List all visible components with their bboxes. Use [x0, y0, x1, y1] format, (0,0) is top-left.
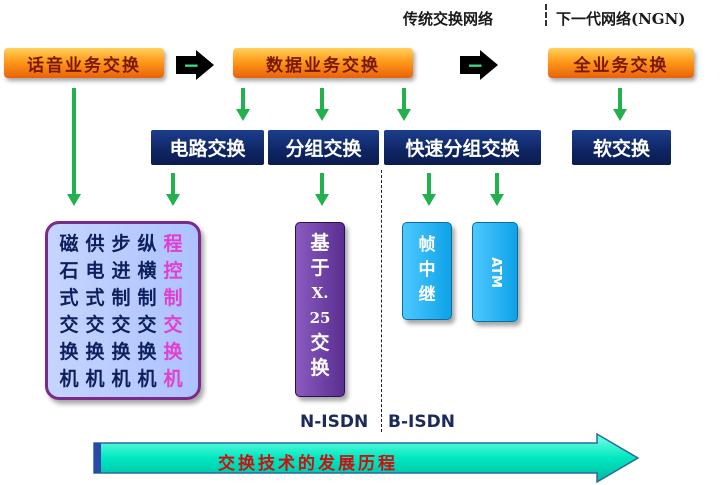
tech-soft-switching: 软交换	[572, 130, 671, 165]
grid-char: 制	[137, 286, 157, 309]
grid-char: 供	[85, 232, 105, 255]
era-full: 全业务交换	[548, 48, 694, 78]
switch-types-grid: 磁 石 式 交 换 机 供 电 式 交 换 机 步 进 制 交 换 机 纵 横 …	[45, 221, 201, 400]
grid-char: 交	[111, 313, 131, 336]
grid-char: 换	[111, 340, 131, 363]
grid-char: 步	[111, 232, 131, 255]
grid-char: 机	[59, 367, 79, 390]
grid-char: 制	[111, 286, 131, 309]
tech-circuit-switching: 电路交换	[151, 130, 264, 165]
x25-char: 基	[310, 232, 330, 254]
era-voice: 话音业务交换	[4, 48, 164, 78]
grid-char: 交	[85, 313, 105, 336]
grid-char: 交	[59, 313, 79, 336]
grid-char-highlight: 机	[163, 367, 183, 390]
grid-char: 式	[59, 286, 79, 309]
atm-box: ATM	[472, 222, 518, 322]
header-next-gen: 下一代网络(NGN)	[556, 10, 686, 28]
x25-char: 25	[309, 309, 331, 327]
era-data: 数据业务交换	[233, 48, 413, 78]
grid-char-highlight: 控	[163, 259, 183, 282]
grid-char: 机	[85, 367, 105, 390]
grid-char-highlight: 换	[163, 340, 183, 363]
grid-char: 机	[137, 367, 157, 390]
grid-char: 机	[111, 367, 131, 390]
grid-char: 纵	[137, 232, 157, 255]
transition-arrow-2: −	[460, 50, 498, 80]
transition-arrow-1: −	[176, 50, 214, 80]
grid-char: 换	[137, 340, 157, 363]
x25-char: 换	[310, 357, 330, 379]
timeline-arrow	[93, 432, 640, 484]
grid-char: 横	[137, 259, 157, 282]
timeline-label: 交换技术的发展历程	[218, 454, 398, 474]
tech-packet-switching: 分组交换	[268, 130, 379, 165]
header-divider	[545, 4, 547, 26]
frame-relay-box: 帧 中 继	[402, 222, 452, 320]
grid-char: 石	[59, 259, 79, 282]
tech-fast-packet-switching: 快速分组交换	[384, 130, 541, 165]
x25-char: 交	[310, 332, 330, 354]
isdn-divider	[381, 170, 382, 432]
grid-char: 交	[137, 313, 157, 336]
frame-relay-char: 继	[418, 285, 436, 305]
isdn-broadband-label: B-ISDN	[388, 412, 455, 432]
x25-char: X.	[311, 284, 329, 302]
x25-switching-box: 基 于 X. 25 交 换	[295, 222, 345, 397]
isdn-narrowband-label: N-ISDN	[300, 412, 369, 432]
grid-char: 式	[85, 286, 105, 309]
grid-char: 进	[111, 259, 131, 282]
grid-char: 电	[85, 259, 105, 282]
atm-label: ATM	[487, 256, 503, 288]
grid-char-highlight: 程	[163, 232, 183, 255]
grid-char-highlight: 交	[163, 313, 183, 336]
grid-char: 磁	[59, 232, 79, 255]
grid-char: 换	[59, 340, 79, 363]
x25-char: 于	[310, 257, 330, 279]
frame-relay-char: 中	[418, 260, 436, 280]
header-traditional: 传统交换网络	[403, 10, 494, 28]
grid-char-highlight: 制	[163, 286, 183, 309]
frame-relay-char: 帧	[418, 235, 436, 255]
grid-char: 换	[85, 340, 105, 363]
